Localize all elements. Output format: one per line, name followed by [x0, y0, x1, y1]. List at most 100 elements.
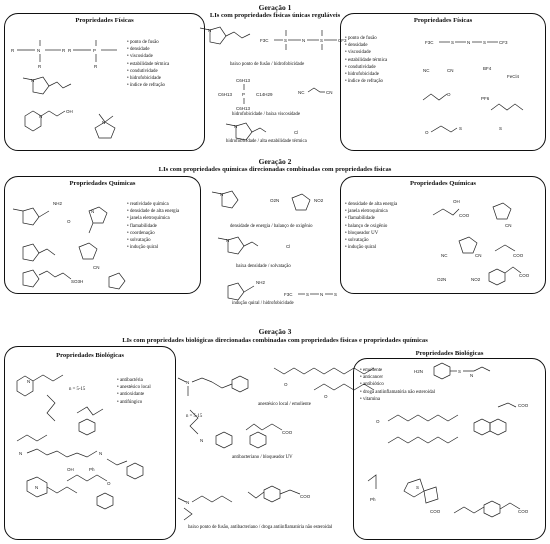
atom-coo: COO: [513, 253, 524, 258]
atom-coo: COO: [282, 430, 293, 435]
atom-nc: NC: [423, 68, 430, 73]
gen2-chiral-ntf2-structure: NH2 F3C S N S: [227, 280, 337, 301]
atom-o2n: O2N: [270, 198, 279, 203]
atom-n: N: [186, 500, 189, 505]
atom-s: S: [334, 292, 337, 297]
atom-n: N: [37, 48, 40, 53]
atom-cl: Cl: [294, 130, 298, 135]
gen3-anesthetic-cation-structure: N: [177, 375, 249, 396]
gen2-right-box-title: Propriedades Químicas: [410, 180, 476, 187]
atom-c14h29: C14H29: [256, 92, 273, 97]
atom-o: O: [376, 419, 380, 424]
atom-s: S: [320, 38, 323, 43]
bullet-item: densidade de alta energia: [345, 201, 397, 208]
atom-n: N: [19, 451, 22, 456]
gen1-caption-1: baixo ponto de fusão / hidrofobicidade: [230, 62, 305, 67]
bullet-item: ponto de fusão: [127, 39, 169, 46]
atom-s: S: [483, 40, 486, 45]
atom-n: N: [99, 451, 102, 456]
gen2-imidazolium-structure: N: [217, 236, 259, 255]
atom-r: R: [38, 64, 42, 69]
phosphonium-structure: C6H13 C6H13 P C14H29 C6H13: [218, 78, 273, 111]
atom-p: P: [93, 48, 96, 53]
atom-n: N: [470, 373, 473, 378]
atom-nh2: NH2: [53, 201, 62, 206]
atom-f3c: F3C: [425, 40, 434, 45]
atom-s: S: [499, 126, 502, 131]
bullet-item: densidade de alta energia: [127, 208, 179, 215]
atom-cl: Cl: [286, 244, 290, 249]
atom-nc: NC: [298, 90, 305, 95]
gen2-caption-3: indução quiral / hidrofobicidade: [232, 301, 294, 306]
bullet-item: densidade: [127, 46, 169, 53]
gen2-caption-1: densidade de energia / balanço de oxigên…: [230, 224, 313, 229]
gen3-left-structures: N N N OH Ph O N: [16, 374, 144, 510]
bullet-item: droga antiinflamatória não esteroidal: [360, 389, 435, 396]
atom-coo: COO: [300, 494, 311, 499]
bullet-item: hidrofobicidade: [345, 71, 387, 78]
bullet-item: flamabilidade: [345, 215, 397, 222]
atom-c6h13: C6H13: [218, 92, 233, 97]
atom-n: N: [220, 192, 223, 197]
atom-n: N: [226, 238, 229, 243]
atom-r: R: [62, 48, 66, 53]
gen3-caption-1: anestésico local / emoliente: [258, 402, 311, 407]
atom-n: N: [234, 124, 237, 129]
bullet-item: ponto de fusão: [345, 35, 387, 42]
gen1-caption-3: hidrofobicidade / alta estabilidade térm…: [226, 139, 307, 144]
atom-coo: COO: [430, 509, 441, 514]
dicyanamide-anion: NC CN: [298, 87, 333, 95]
atom-o: O: [324, 394, 328, 399]
bullet-item: solvatação: [345, 237, 397, 244]
gen2-left-structures: NH2 O N CN SO3H: [12, 201, 126, 290]
ethylimidazolium-structure: N: [225, 122, 267, 141]
bullet-item: bloqueador UV: [345, 230, 397, 237]
atom-coo: COO: [519, 273, 530, 278]
pyrrolidinium-structure: N: [94, 113, 116, 139]
gen2-right-bullet-list: densidade de alta energia janela eletroq…: [345, 201, 397, 251]
bullet-item: condutividade: [345, 64, 387, 71]
atom-n: N: [186, 380, 189, 385]
atom-cn: CN: [326, 90, 333, 95]
gen3-right-box-title: Propriedades Biológicas: [415, 350, 484, 357]
atom-s: S: [416, 485, 419, 490]
bullet-item: antifúngico: [117, 399, 151, 406]
chain-length-label: n = 5-15: [186, 414, 203, 419]
atom-oh: OH: [67, 467, 74, 472]
atom-no2: NO2: [471, 277, 481, 282]
atom-o: O: [107, 481, 111, 486]
generation-2-heading: Geração 2: [258, 157, 292, 166]
atom-n: N: [27, 379, 30, 384]
gen1-right-bullet-list: ponto de fusão densidade viscosidade est…: [345, 35, 387, 85]
atom-r: R: [11, 48, 15, 53]
atom-n: N: [102, 120, 105, 125]
atom-cn: CN: [447, 68, 454, 73]
atom-n: N: [39, 114, 42, 119]
generation-1-subtitle: LIs com propriedades físicas únicas regu…: [209, 12, 341, 19]
atom-cn: CN: [505, 223, 512, 228]
gen3-right-bullet-list: emoliente anticancer antibiótico droga a…: [360, 367, 435, 403]
gen1-caption-2: hidrofobicidade / baixa viscosidade: [232, 112, 301, 117]
bullet-item: índice de refração: [345, 78, 387, 85]
gen3-right-box: Propriedades Biológicas emoliente antica…: [353, 350, 546, 540]
bullet-item: janela eletroquímica: [345, 208, 397, 215]
bullet-item: emoliente: [360, 367, 435, 374]
generation-1-heading: Geração 1: [258, 3, 292, 12]
atom-n: N: [208, 28, 211, 33]
gen1-imidazolium-ntf2: N: [199, 26, 251, 45]
atom-n: N: [467, 40, 470, 45]
bullet-item: índice de refração: [127, 82, 169, 89]
gen3-antibacterial-structure: N COO: [189, 409, 293, 449]
pyridinium-hydroxyethyl-structure: OH N: [24, 109, 73, 132]
gen1-right-box: Propriedades Físicas ponto de fusão dens…: [340, 13, 546, 151]
atom-p: P: [242, 92, 245, 97]
atom-cn: CN: [475, 253, 482, 258]
ammonium-phosphonium-structures: N R R R P R R: [11, 40, 117, 69]
gen1-anion-structures: F3C S N S CF3 NC CN BF4 FeCl4 PF6 O O S …: [422, 40, 524, 135]
gen2-triazolium-structure: N: [211, 190, 239, 209]
bullet-item: antibiótico: [360, 381, 435, 388]
bullet-item: indução quiral: [127, 244, 179, 251]
atom-o: O: [447, 92, 451, 97]
generation-3-subtitle: LIs com propriedades biológicas direcion…: [122, 337, 428, 344]
bullet-item: hidrofobicidade: [127, 75, 169, 82]
